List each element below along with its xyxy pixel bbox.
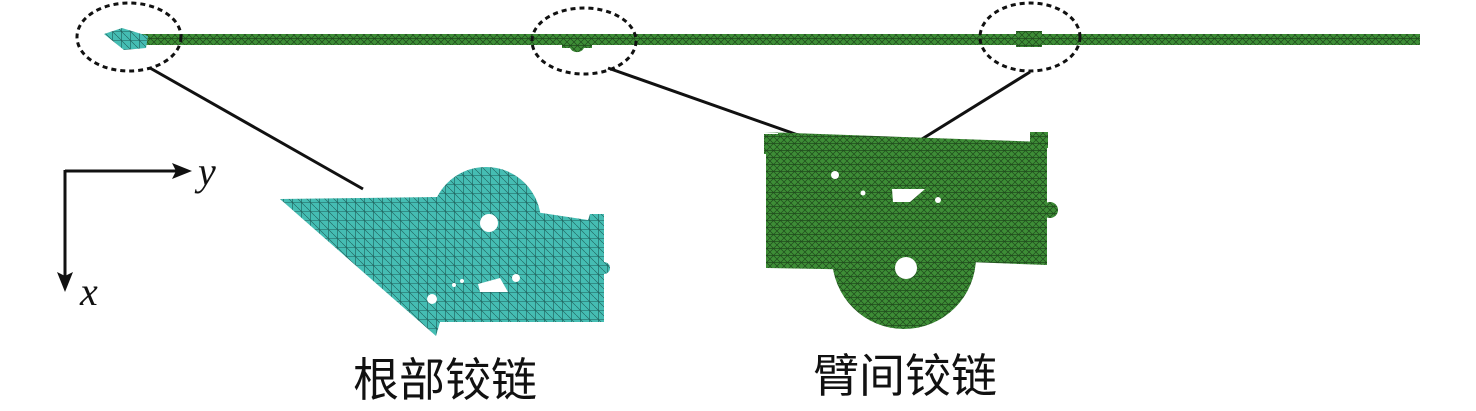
root-hinge-small <box>104 28 148 50</box>
arm-hinge-highlight-2 <box>978 1 1082 73</box>
boom-beam <box>130 34 1420 45</box>
arm-hinge-caption: 臂间铰链 <box>813 349 997 403</box>
root-hinge-mesh <box>280 167 610 336</box>
arm-hinge-mesh <box>764 132 1058 329</box>
axis-y-label: y <box>198 149 216 194</box>
leader-line-arm-1 <box>607 66 816 143</box>
root-hinge-highlight <box>75 1 183 73</box>
axis-x-label: x <box>80 269 98 314</box>
arm-hinge-highlight-1 <box>530 6 638 76</box>
arm-hinge-small-1 <box>562 34 592 53</box>
root-hinge-caption: 根部铰链 <box>353 353 537 407</box>
leader-line-arm-2 <box>921 70 1031 141</box>
coordinate-axes <box>57 163 192 292</box>
leader-line-root <box>149 66 364 191</box>
arm-hinge-small-2 <box>1016 31 1042 47</box>
